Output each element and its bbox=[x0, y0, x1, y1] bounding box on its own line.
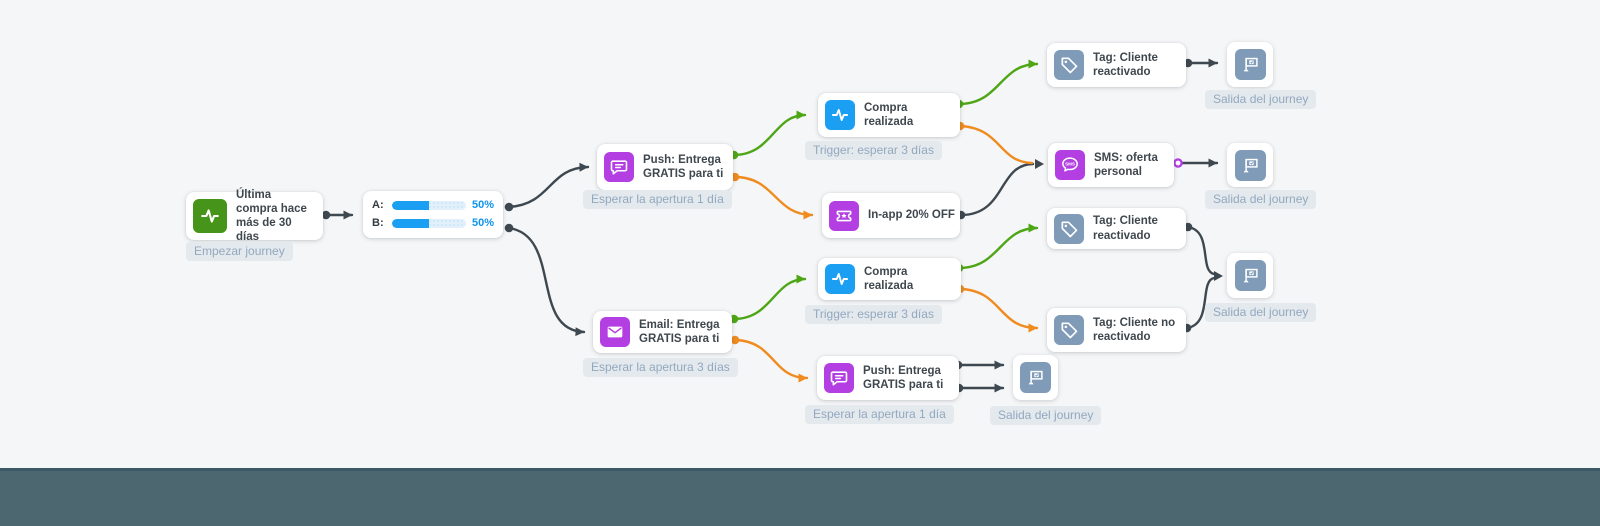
push-notification-icon bbox=[824, 363, 854, 393]
flag-icon bbox=[1234, 149, 1266, 181]
node-push-b[interactable]: Push: Entrega GRATIS para ti bbox=[817, 356, 959, 400]
activity-icon bbox=[825, 100, 855, 130]
start-badge: Empezar journey bbox=[186, 242, 293, 261]
node-sms[interactable]: SMS SMS: oferta personal bbox=[1048, 143, 1174, 187]
node-title: Tag: Cliente reactivado bbox=[1093, 51, 1158, 78]
node-title: Tag: Cliente reactivado bbox=[1093, 215, 1158, 242]
node-exit-a[interactable] bbox=[1227, 42, 1273, 87]
ab-label-a: A: bbox=[372, 199, 384, 211]
node-exit-sms[interactable] bbox=[1227, 143, 1273, 187]
node-exit-b[interactable] bbox=[1227, 253, 1273, 298]
node-title: Push: Entrega GRATIS para ti bbox=[863, 364, 944, 391]
flag-icon bbox=[1234, 49, 1266, 80]
node-purchase-a[interactable]: Compra realizada bbox=[818, 93, 960, 137]
ab-percent-b: 50% bbox=[471, 217, 494, 229]
sms-bubble-icon: SMS bbox=[1055, 150, 1085, 180]
flag-icon bbox=[1020, 362, 1051, 393]
ab-percent-a: 50% bbox=[471, 199, 494, 211]
tag-icon bbox=[1054, 50, 1084, 80]
ab-row-b: B: 50% bbox=[372, 217, 494, 229]
exit-push-b-badge: Salida del journey bbox=[990, 406, 1102, 425]
node-email-b[interactable]: Email: Entrega GRATIS para ti bbox=[593, 311, 732, 353]
exit-b-badge: Salida del journey bbox=[1205, 303, 1317, 322]
node-title: SMS: oferta personal bbox=[1094, 151, 1158, 178]
ab-bar-a bbox=[391, 200, 466, 210]
flag-icon bbox=[1234, 260, 1266, 291]
exit-sms-badge: Salida del journey bbox=[1205, 190, 1317, 209]
node-tag-reactivated-a[interactable]: Tag: Cliente reactivado bbox=[1047, 43, 1186, 87]
node-inapp[interactable]: In-app 20% OFF bbox=[822, 193, 960, 238]
node-title: Push: Entrega GRATIS para ti bbox=[643, 153, 724, 180]
purchase-a-badge: Trigger: esperar 3 días bbox=[805, 141, 942, 160]
node-title: In-app 20% OFF bbox=[868, 209, 955, 222]
node-ab-split[interactable]: A: 50% B: 50% bbox=[363, 191, 503, 238]
node-start-trigger[interactable]: Última compra hace más de 30 días bbox=[186, 189, 323, 243]
node-tag-reactivated-b[interactable]: Tag: Cliente reactivado bbox=[1047, 208, 1186, 249]
activity-icon bbox=[193, 199, 227, 233]
ticket-icon bbox=[829, 200, 859, 231]
svg-text:SMS: SMS bbox=[1065, 162, 1075, 167]
bottom-toolbar bbox=[0, 468, 1600, 526]
node-title: Compra realizada bbox=[864, 101, 914, 128]
activity-icon bbox=[825, 264, 855, 294]
node-exit-push-b[interactable] bbox=[1013, 355, 1058, 400]
node-tag-not-reactivated[interactable]: Tag: Cliente no reactivado bbox=[1047, 308, 1186, 352]
push-b-badge: Esperar la apertura 1 día bbox=[805, 405, 954, 424]
node-title: Email: Entrega GRATIS para ti bbox=[639, 318, 720, 345]
ab-label-b: B: bbox=[372, 217, 384, 229]
email-icon bbox=[600, 317, 630, 347]
push-notification-icon bbox=[604, 152, 634, 182]
node-title: Tag: Cliente no reactivado bbox=[1093, 316, 1176, 343]
ab-row-a: A: 50% bbox=[372, 199, 494, 211]
node-title: Última compra hace más de 30 días bbox=[236, 188, 307, 244]
tag-icon bbox=[1054, 315, 1084, 345]
ab-bar-b bbox=[391, 218, 466, 228]
tag-icon bbox=[1054, 213, 1084, 244]
push-a-badge: Esperar la apertura 1 día bbox=[583, 190, 732, 209]
node-title: Compra realizada bbox=[864, 265, 914, 292]
purchase-b-badge: Trigger: esperar 3 días bbox=[805, 305, 942, 324]
email-b-badge: Esperar la apertura 3 días bbox=[583, 358, 738, 377]
node-push-a[interactable]: Push: Entrega GRATIS para ti bbox=[597, 144, 733, 190]
exit-a-badge: Salida del journey bbox=[1205, 90, 1317, 109]
node-purchase-b[interactable]: Compra realizada bbox=[818, 258, 961, 300]
